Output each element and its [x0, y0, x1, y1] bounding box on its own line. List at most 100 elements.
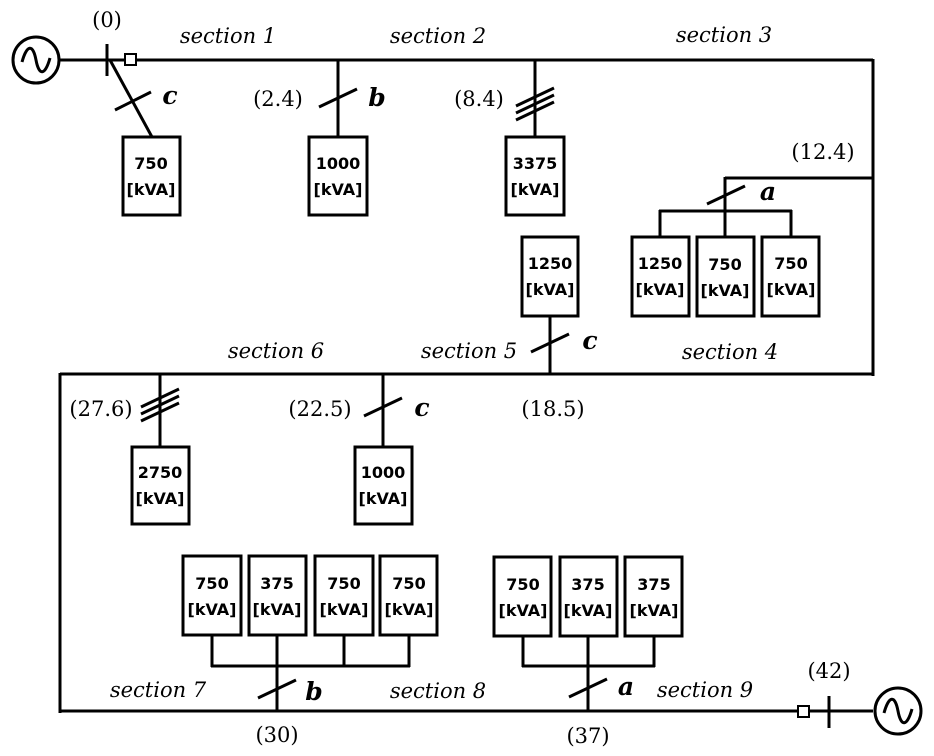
tap-27-6: (27.6) 2750 [kVA] — [69, 374, 191, 526]
section-labels: section 1 section 2 section 3 section 4 … — [110, 23, 778, 703]
tap-position: (18.5) — [521, 397, 584, 421]
phase-label: a — [618, 672, 634, 701]
phase-tick — [257, 678, 297, 700]
phase-tick — [568, 677, 608, 699]
load-box — [504, 135, 566, 217]
load-unit: [kVA] — [385, 600, 434, 619]
tap-position: (12.4) — [791, 140, 854, 164]
tap-position: (2.4) — [253, 87, 303, 111]
phase-tick — [140, 401, 180, 423]
phase-label: b — [368, 83, 385, 112]
load-box — [623, 555, 684, 638]
load-box — [378, 554, 439, 637]
load-box — [492, 555, 553, 638]
phase-tick — [515, 100, 555, 122]
phase-label: c — [414, 393, 429, 422]
phase-label: a — [760, 177, 776, 206]
phase-tick — [140, 387, 180, 409]
load-kva: 750 — [134, 154, 167, 173]
load-unit: [kVA] — [136, 489, 185, 508]
load-unit: [kVA] — [188, 600, 237, 619]
phase-label: c — [582, 326, 597, 355]
load-box — [353, 445, 414, 526]
tap-2-4: (2.4) b 1000 [kVA] — [253, 60, 386, 217]
load-box — [121, 135, 182, 217]
section-label: section 6 — [228, 339, 324, 363]
source-left-position: (0) — [92, 8, 122, 32]
load-box — [247, 554, 308, 637]
source-right-position: (42) — [807, 659, 850, 683]
tap-position: (8.4) — [454, 87, 504, 111]
phase-tick — [318, 87, 358, 109]
load-box — [760, 235, 821, 318]
load-unit: [kVA] — [314, 180, 363, 199]
tap-line — [108, 59, 154, 138]
tap-22-5: (22.5) c 1000 [kVA] — [288, 374, 430, 526]
load-kva: 3375 — [513, 154, 558, 173]
load-kva: 750 — [327, 574, 360, 593]
tap-position: (37) — [566, 724, 609, 748]
breaker-switch — [124, 53, 137, 66]
sine-wave-icon — [20, 46, 52, 74]
load-unit: [kVA] — [499, 601, 548, 620]
tap-18-5: c (18.5) 1250 [kVA] — [520, 235, 598, 421]
load-unit: [kVA] — [701, 281, 750, 300]
load-unit: [kVA] — [767, 280, 816, 299]
ac-source-icon — [873, 686, 923, 736]
phase-tick — [515, 93, 555, 115]
load-kva: 1250 — [638, 254, 683, 273]
phase-tick — [706, 184, 746, 206]
breaker-switch — [797, 705, 810, 718]
load-unit: [kVA] — [253, 600, 302, 619]
phase-label: c — [162, 81, 177, 110]
section-label: section 2 — [390, 24, 486, 48]
phase-tick — [114, 90, 152, 112]
load-unit: [kVA] — [526, 280, 575, 299]
load-box — [307, 135, 369, 217]
phase-tick — [530, 332, 570, 354]
main-feeder — [58, 58, 875, 713]
tap-position: (27.6) — [69, 397, 132, 421]
load-unit: [kVA] — [320, 600, 369, 619]
load-kva: 2750 — [138, 463, 183, 482]
section-label: section 5 — [421, 339, 517, 363]
tap-8-4: (8.4) 3375 [kVA] — [454, 60, 566, 217]
load-box — [695, 235, 756, 318]
load-kva: 750 — [506, 575, 539, 594]
phase-tick — [140, 394, 180, 416]
section-label: section 3 — [676, 23, 772, 47]
load-box — [181, 554, 243, 637]
phase-label: b — [305, 677, 322, 706]
section-label: section 9 — [657, 678, 753, 702]
load-kva: 375 — [260, 574, 293, 593]
source-left: (0) — [11, 8, 137, 85]
load-kva: 1000 — [361, 463, 406, 482]
section-label: section 1 — [180, 24, 276, 48]
load-unit: [kVA] — [636, 280, 685, 299]
section-label: section 8 — [390, 679, 486, 703]
load-kva: 750 — [392, 574, 425, 593]
sine-wave-icon — [882, 697, 914, 725]
tap-position: (30) — [255, 723, 298, 747]
load-unit: [kVA] — [564, 601, 613, 620]
load-unit: [kVA] — [630, 601, 679, 620]
load-box — [630, 235, 691, 318]
load-box — [520, 235, 580, 318]
load-box — [313, 554, 375, 637]
phase-tick — [515, 86, 555, 108]
load-unit: [kVA] — [359, 489, 408, 508]
load-kva: 375 — [637, 575, 670, 594]
load-kva: 1250 — [528, 254, 573, 273]
load-box — [130, 445, 191, 526]
tap-37: a (37) 750 [kVA] 375 [kVA] 375 [kVA] — [492, 555, 684, 748]
tap-30: b (30) 750 [kVA] 375 [kVA] 750 [kVA] 750… — [181, 554, 439, 747]
load-kva: 750 — [708, 255, 741, 274]
section-label: section 7 — [110, 678, 207, 702]
load-unit: [kVA] — [511, 180, 560, 199]
load-kva: 750 — [195, 574, 228, 593]
load-kva: 750 — [774, 254, 807, 273]
load-kva: 375 — [571, 575, 604, 594]
tap-position: (22.5) — [288, 397, 351, 421]
ac-source-icon — [11, 35, 61, 85]
